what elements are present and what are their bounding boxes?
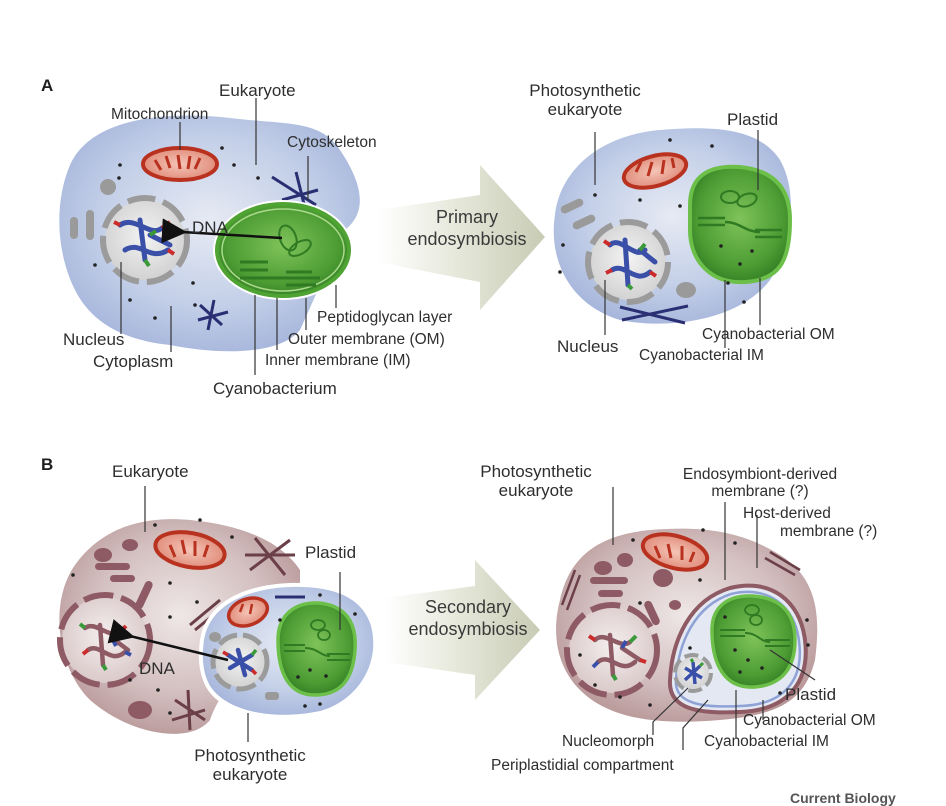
label-plastid: Plastid [785, 685, 837, 704]
nucleomorph [673, 653, 713, 693]
label-cytoplasm: Cytoplasm [93, 352, 174, 371]
label-photosynthetic-eukaryote: Photosynthetic eukaryote [515, 81, 655, 119]
label-photosynthetic-eukaryote: Photosynthetic eukaryote [466, 462, 606, 500]
arrow-label-line1: Secondary [424, 597, 512, 617]
label-inner-membrane: Inner membrane (IM) [265, 352, 411, 369]
panel-a-letter: A [41, 76, 54, 95]
label-plastid: Plastid [305, 543, 357, 562]
label-nucleomorph: Nucleomorph [562, 733, 655, 750]
cytoplasm-particles [71, 518, 357, 715]
thylakoids [240, 260, 320, 287]
label-line: Photosynthetic [194, 746, 306, 765]
panel-a-host-cell [59, 98, 360, 375]
cytoskeleton [560, 550, 801, 611]
cytoplasm-particles [578, 528, 810, 707]
label-dna: DNA [139, 659, 175, 678]
label-host-derived-membrane-line2: membrane (?) [780, 523, 878, 540]
label-cyanobacterial-om: Cyanobacterial OM [743, 712, 876, 729]
panel-b-host-cell [57, 486, 378, 742]
dna-strands [117, 217, 173, 263]
journal-credit: Current Biology [790, 790, 896, 806]
host-nucleus [564, 602, 660, 698]
label-line: Photosynthetic [480, 462, 592, 481]
secondary-endosymbiosis-label: Secondary endosymbiosis [393, 596, 543, 640]
label-outer-membrane: Outer membrane (OM) [288, 331, 445, 348]
panel-a-photosynthetic-cell [553, 128, 793, 348]
leader-lines [612, 487, 816, 750]
label-line: Photosynthetic [529, 81, 641, 100]
plastid [688, 164, 793, 285]
label-line: eukaryote [547, 100, 623, 119]
leader-lines [120, 98, 337, 375]
leader-lines [594, 130, 761, 348]
leader-lines [144, 486, 341, 742]
arrow-label-line2: endosymbiosis [407, 229, 527, 249]
label-dna: DNA [192, 218, 228, 237]
mitochondrion [141, 146, 219, 182]
panel-b-secondary-cell [556, 487, 818, 750]
golgi-apparatus [590, 553, 681, 626]
label-peptidoglycan-layer: Peptidoglycan layer [317, 309, 453, 326]
engulfed-photosynthetic-eukaryote [198, 582, 378, 719]
primary-endosymbiosis-label: Primary endosymbiosis [392, 206, 542, 250]
panel-b-letter: B [41, 455, 54, 474]
arrow-label-line1: Primary [436, 207, 498, 227]
secondary-endosymbiosis-arrow [385, 560, 540, 700]
dna-transfer-arrow [161, 218, 283, 244]
label-line: eukaryote [498, 481, 574, 500]
label-photosynthetic-eukaryote: Photosynthetic eukaryote [180, 746, 320, 784]
complex-plastid [667, 583, 808, 715]
cytoplasm-particles [93, 146, 260, 320]
golgi-apparatus [70, 179, 116, 240]
dna-transfer-arrow [107, 619, 229, 662]
label-cyanobacterial-om: Cyanobacterial OM [702, 326, 835, 343]
mitochondrion [621, 152, 689, 190]
label-line: membrane (?) [711, 483, 809, 500]
label-mitochondrion: Mitochondrion [111, 106, 209, 123]
mitochondrion [640, 532, 710, 572]
label-line: Endosymbiont-derived [682, 466, 838, 483]
label-eukaryote: Eukaryote [112, 462, 189, 481]
label-host-derived-membrane-line1: Host-derived [743, 505, 831, 522]
label-line: eukaryote [212, 765, 288, 784]
golgi-apparatus [560, 198, 696, 298]
cytoskeleton [619, 304, 689, 325]
label-cytoskeleton: Cytoskeleton [287, 134, 377, 151]
arrow-label-line2: endosymbiosis [408, 619, 528, 639]
label-endosymbiont-derived-membrane: Endosymbiont-derived membrane (?) [660, 466, 860, 500]
nucleus [585, 219, 671, 305]
mitochondrion [153, 530, 227, 570]
golgi-apparatus [94, 539, 153, 719]
label-periplastidial-compartment: Periplastidial compartment [491, 757, 674, 774]
label-plastid: Plastid [727, 110, 779, 129]
label-nucleus: Nucleus [63, 330, 125, 349]
cyanobacterium [213, 200, 353, 300]
primary-endosymbiosis-arrow [378, 165, 545, 310]
cytoskeleton [197, 171, 319, 331]
label-cyanobacterial-im: Cyanobacterial IM [639, 347, 764, 364]
label-eukaryote: Eukaryote [219, 81, 296, 100]
label-nucleus: Nucleus [557, 337, 619, 356]
bacterial-dna [278, 224, 312, 257]
label-cyanobacterium: Cyanobacterium [213, 379, 337, 398]
cytoplasm-particles [558, 138, 754, 304]
label-cyanobacterial-im: Cyanobacterial IM [704, 733, 829, 750]
